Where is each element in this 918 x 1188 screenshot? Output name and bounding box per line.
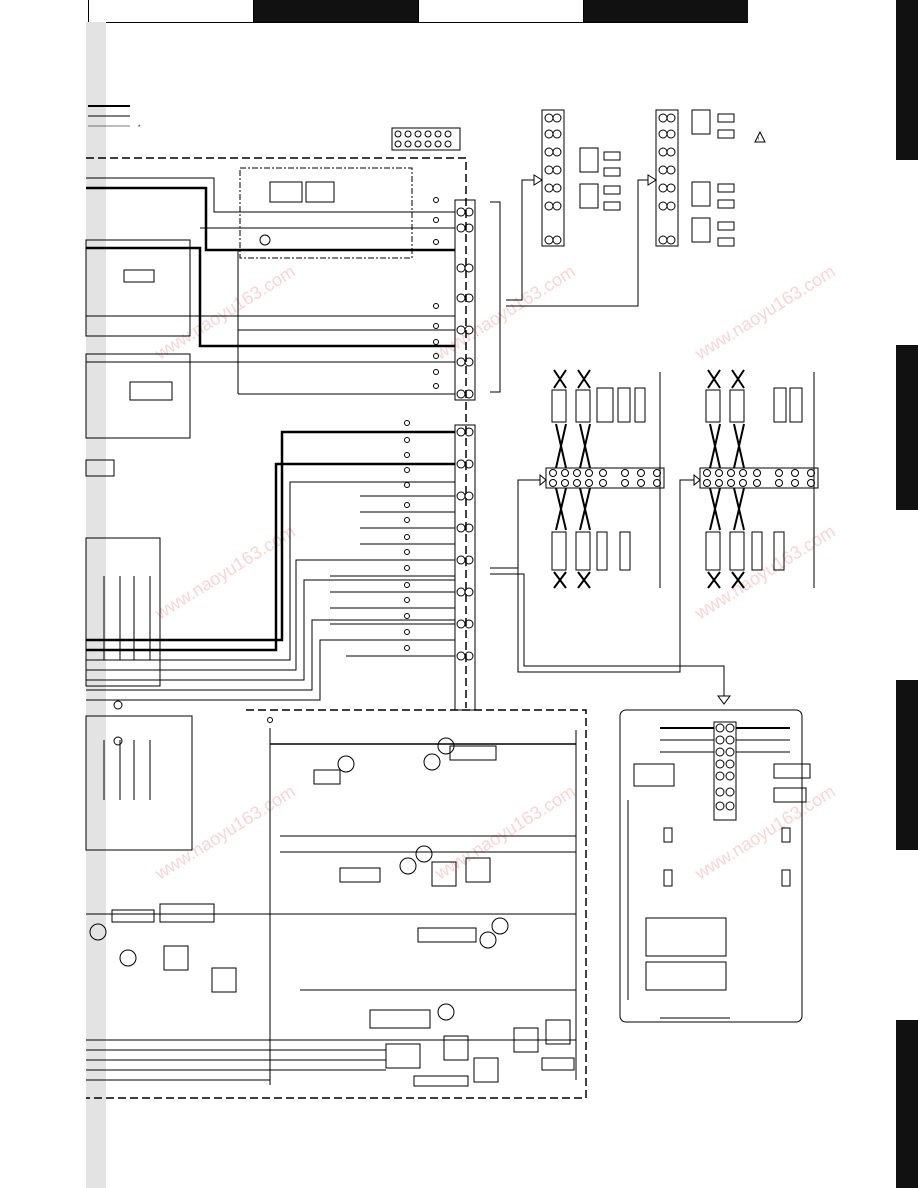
svg-text:www.naoyu163.com: www.naoyu163.com — [691, 781, 839, 884]
line-weight-legend — [88, 105, 130, 127]
header-tab-3 — [418, 0, 583, 22]
page-header-bar — [88, 0, 748, 23]
section-tab-1 — [896, 0, 918, 160]
speaker-terminal-row-b — [699, 369, 819, 589]
svg-text:www.naoyu163.com: www.naoyu163.com — [151, 261, 299, 364]
header-tab-1 — [88, 0, 253, 22]
speaker-terminal-row-a — [545, 369, 665, 589]
section-tab-2 — [896, 170, 918, 340]
wiring-harness-box — [619, 709, 811, 1023]
header-tab-4 — [583, 0, 748, 22]
svg-text:www.naoyu163.com: www.naoyu163.com — [151, 781, 299, 884]
power-supply-section — [86, 717, 577, 1087]
section-tab-3 — [896, 345, 918, 510]
section-tab-7 — [896, 1020, 918, 1188]
section-tab-6 — [896, 855, 918, 1015]
left-partial-modules — [85, 239, 215, 923]
svg-text:www.naoyu163.com: www.naoyu163.com — [691, 521, 839, 624]
binding-margin-band — [86, 22, 106, 1188]
section-tab-5 — [896, 680, 918, 850]
svg-text:www.naoyu163.com: www.naoyu163.com — [431, 781, 579, 884]
main-bus-traces — [86, 186, 455, 652]
capacitor-grid — [103, 576, 151, 800]
section-tab-4 — [896, 515, 918, 680]
inner-module-block — [239, 167, 413, 259]
header-tab-2 — [253, 0, 418, 22]
legend-mark: * — [138, 125, 141, 131]
rca-terminal-board-b — [655, 109, 735, 247]
terminal-pins — [456, 207, 474, 661]
svg-text:www.naoyu163.com: www.naoyu163.com — [431, 261, 579, 364]
rca-terminal-board-a — [541, 109, 621, 247]
signal-traces — [86, 177, 455, 701]
warning-symbol: ! — [758, 137, 759, 143]
warning-icon — [754, 130, 766, 143]
svg-text:www.naoyu163.com: www.naoyu163.com — [691, 261, 839, 364]
test-points — [404, 197, 439, 651]
main-terminal-strip — [454, 199, 476, 711]
top-connector-block — [391, 127, 461, 151]
